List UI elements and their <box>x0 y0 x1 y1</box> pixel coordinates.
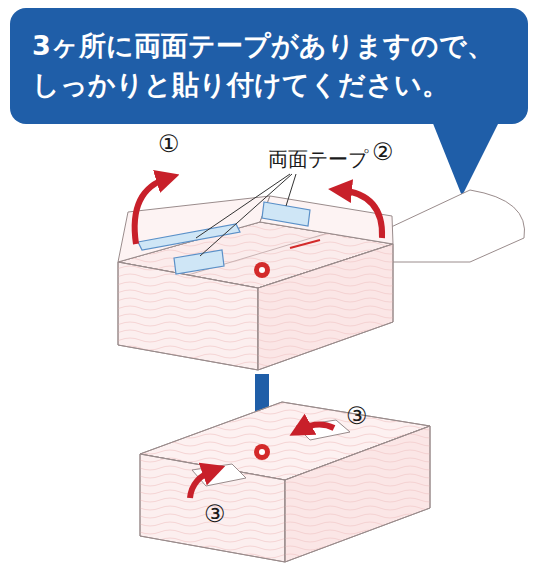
callout-number: ③ <box>204 500 226 528</box>
closed-box <box>140 402 430 562</box>
tape <box>138 202 310 274</box>
callout-number: ① <box>158 130 180 158</box>
speech-bubble: 3ヶ所に両面テープがありますので、 しっかりと貼り付けてください。 <box>10 8 528 124</box>
leader-line <box>196 174 296 256</box>
fold-arrow <box>190 470 214 498</box>
bubble-text: 3ヶ所に両面テープがありますので、 しっかりと貼り付けてください。 <box>32 26 510 104</box>
callout-number: ② <box>372 138 394 166</box>
fold-arrow <box>300 424 334 430</box>
callout-number: ③ <box>346 402 368 430</box>
bubble-tail <box>430 116 502 196</box>
fold-arrow <box>340 190 382 238</box>
fold-arrow <box>135 178 168 244</box>
part-label: 両面テープ <box>268 146 368 173</box>
open-box <box>118 190 525 370</box>
